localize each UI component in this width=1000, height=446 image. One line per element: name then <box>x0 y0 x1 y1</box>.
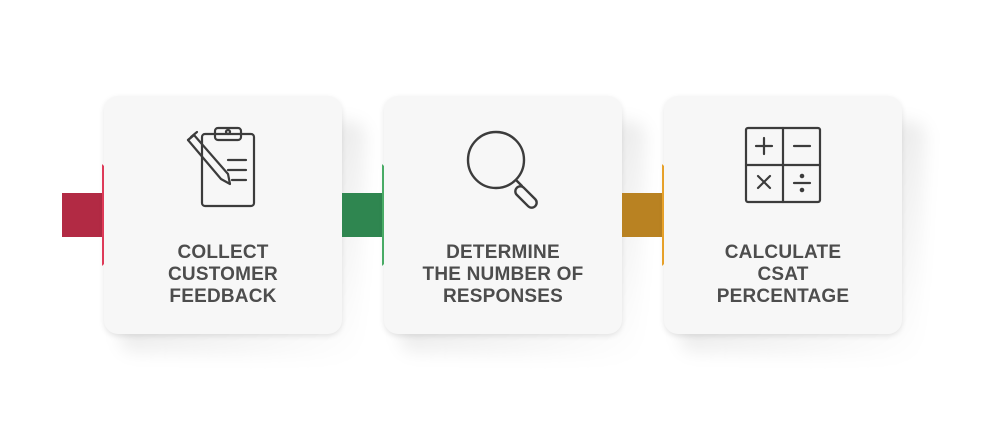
magnifying-glass-icon <box>466 130 538 209</box>
step-label: CALCULATE CSAT PERCENTAGE <box>664 242 902 308</box>
step-label-line: COLLECT <box>177 242 269 263</box>
step-label-line: PERCENTAGE <box>716 286 850 307</box>
step-label-line: FEEDBACK <box>169 286 277 307</box>
clipboard-pencil-icon <box>186 126 256 208</box>
step-label-line: CUSTOMER <box>168 264 278 285</box>
step-label-line: RESPONSES <box>442 286 564 307</box>
step-label-line: CALCULATE <box>724 242 842 263</box>
step-label-line: DETERMINE <box>446 242 560 263</box>
step-label: DETERMINE THE NUMBER OF RESPONSES <box>384 242 622 308</box>
calculator-operators-icon <box>744 126 822 204</box>
step-label-line: CSAT <box>757 264 809 285</box>
step-card-calculate-csat: CALCULATE CSAT PERCENTAGE <box>664 96 902 334</box>
step-card-determine-responses: DETERMINE THE NUMBER OF RESPONSES <box>384 96 622 334</box>
step-label: COLLECT CUSTOMER FEEDBACK <box>104 242 342 308</box>
step-card-collect-feedback: COLLECT CUSTOMER FEEDBACK <box>104 96 342 334</box>
step-label-line: THE NUMBER OF <box>422 264 584 285</box>
